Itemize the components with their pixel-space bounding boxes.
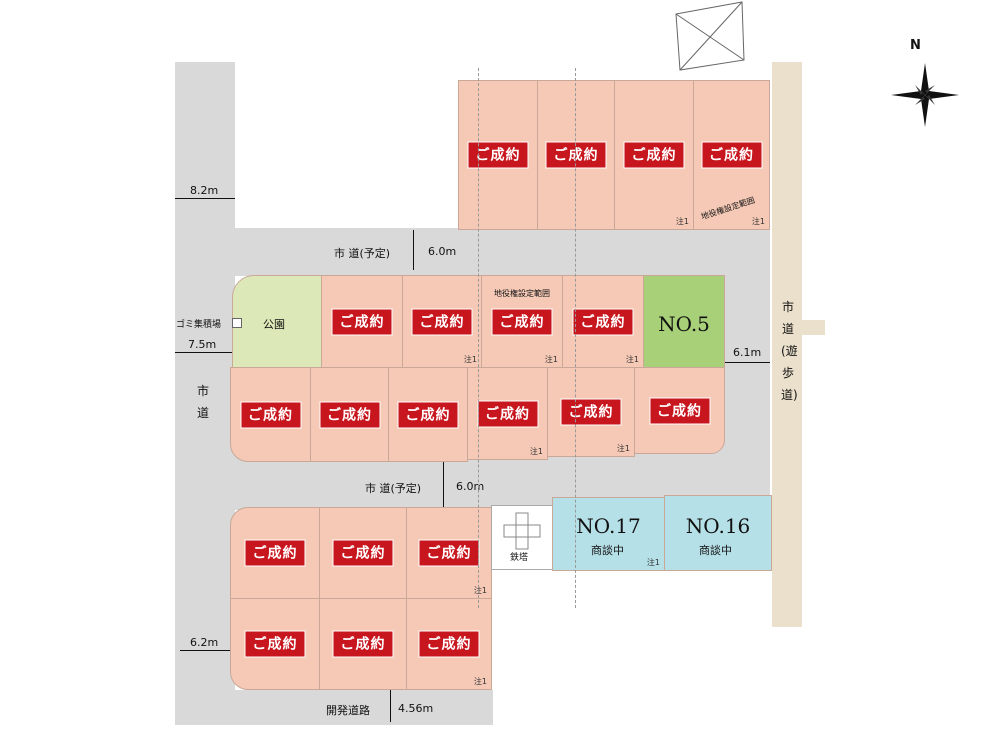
dimension-line-6-1 <box>725 362 770 363</box>
lot-top-4[interactable]: ご成約注1 <box>693 80 770 230</box>
lot-top-2[interactable]: ご成約 <box>537 80 615 230</box>
dimension-6-1: 6.1m <box>733 346 762 359</box>
planned-road-label-middle: 市 道(予定) <box>365 482 422 495</box>
dimension-7-5: 7.5m <box>188 338 217 351</box>
left-city-road-label: 市道 <box>196 384 209 420</box>
promenade-road <box>772 62 802 627</box>
lot-top-1[interactable]: ご成約 <box>458 80 538 230</box>
lot-mid-1[interactable]: ご成約 <box>321 275 403 368</box>
lot-bot-3[interactable]: ご成約注1 <box>406 507 492 599</box>
dimension-4-56: 4.56m <box>398 702 434 715</box>
dimension-6-2: 6.2m <box>190 636 219 649</box>
tower-icon <box>503 512 541 550</box>
dimension-arrow-bottom <box>390 690 391 722</box>
lot-mid-9[interactable]: ご成約注1 <box>547 367 635 457</box>
lot-no17[interactable]: NO.17 商談中 注1 <box>552 497 665 571</box>
dimension-line-6-2 <box>180 650 230 651</box>
promenade-notch <box>800 320 825 335</box>
lot-bot-4[interactable]: ご成約 <box>230 598 320 690</box>
lot-mid-10[interactable]: ご成約 <box>634 367 725 454</box>
promenade-road-label: 市道(遊歩道) <box>781 300 798 402</box>
lot-bot-1[interactable]: ご成約 <box>230 507 320 599</box>
compass-north-label: N <box>910 38 921 53</box>
dimension-8-2: 8.2m <box>190 184 219 197</box>
planned-road-top <box>175 228 770 276</box>
lot-mid-8[interactable]: ご成約注1 <box>467 367 548 460</box>
dimension-6-0-top: 6.0m <box>428 245 457 258</box>
planned-road-label-top: 市 道(予定) <box>334 247 391 260</box>
garbage-label: ゴミ集積場 <box>176 320 222 330</box>
lot-bot-6[interactable]: ご成約注1 <box>406 598 492 690</box>
tower-lot: 鉄塔 <box>491 505 553 570</box>
lot-mid-2[interactable]: ご成約注1 <box>402 275 482 368</box>
garbage-box <box>232 318 242 328</box>
lot-mid-7[interactable]: ご成約 <box>388 367 468 462</box>
lot-top-3[interactable]: ご成約注1 <box>614 80 694 230</box>
easement-label-mid: 地役権設定範囲 <box>494 289 550 298</box>
dimension-6-0-middle: 6.0m <box>456 480 485 493</box>
left-city-road <box>175 62 235 712</box>
easement-dash-2 <box>575 68 576 608</box>
lot-bot-2[interactable]: ご成約 <box>319 507 407 599</box>
easement-dash-1 <box>478 68 479 608</box>
dimension-line-7-5 <box>175 352 232 353</box>
development-road-label: 開発道路 <box>326 704 370 717</box>
lot-no5[interactable]: NO.5 <box>643 275 725 368</box>
compass-icon <box>891 63 959 127</box>
development-road <box>175 690 493 725</box>
lot-no16[interactable]: NO.16 商談中 <box>664 495 772 571</box>
survey-marker-icon <box>675 1 745 71</box>
dimension-line-8-2 <box>175 198 235 199</box>
dimension-arrow-middle <box>443 462 444 507</box>
lot-mid-6[interactable]: ご成約 <box>310 367 389 462</box>
lot-mid-3[interactable]: ご成約注1 <box>481 275 563 368</box>
park-lot[interactable]: 公園 <box>232 275 322 368</box>
lot-mid-5[interactable]: ご成約 <box>230 367 311 462</box>
lot-bot-5[interactable]: ご成約 <box>319 598 407 690</box>
dimension-arrow-top <box>413 230 414 270</box>
